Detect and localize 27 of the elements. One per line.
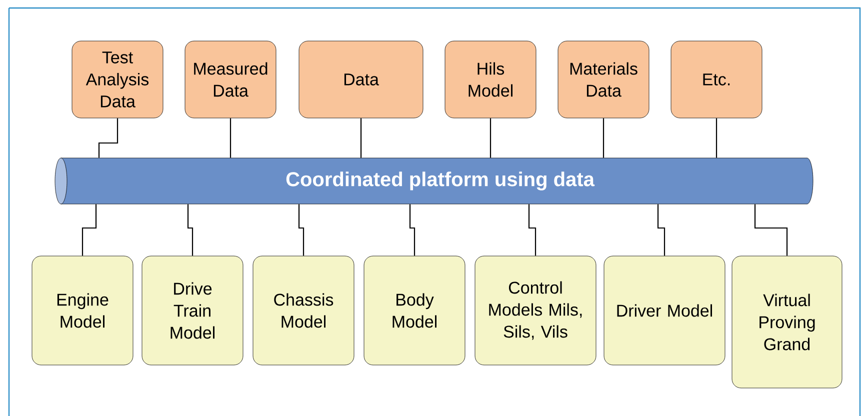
connector-line <box>754 204 788 256</box>
data-box: Test Analysis Data <box>72 40 164 118</box>
model-box: Engine Model <box>32 256 134 366</box>
connector-line <box>409 204 416 256</box>
platform-cylinder: Coordinated platform using data <box>54 158 814 204</box>
model-box: Drive Train Model <box>142 256 244 366</box>
connector-line <box>490 118 492 158</box>
connector-line <box>716 118 718 158</box>
data-box: Data <box>298 40 424 118</box>
data-box: Etc. <box>670 40 762 118</box>
connector-line <box>230 118 232 158</box>
model-box: Driver Model <box>604 256 726 366</box>
connector-line <box>657 204 666 256</box>
connector-line <box>98 118 118 158</box>
data-box: Measured Data <box>184 40 276 118</box>
connector-line <box>187 204 194 256</box>
data-box: Materials Data <box>558 40 650 118</box>
model-box: Chassis Model <box>252 256 354 366</box>
connector-line <box>528 204 536 256</box>
model-box: Virtual Proving Grand <box>732 256 842 388</box>
connector-line <box>82 204 97 256</box>
connector-line <box>360 118 362 158</box>
connector-line <box>298 204 304 256</box>
data-box: Hils Model <box>444 40 536 118</box>
model-box: Body Model <box>364 256 466 366</box>
connector-line <box>602 118 604 158</box>
model-box: Control Models Mils, Sils, Vils <box>474 256 596 366</box>
